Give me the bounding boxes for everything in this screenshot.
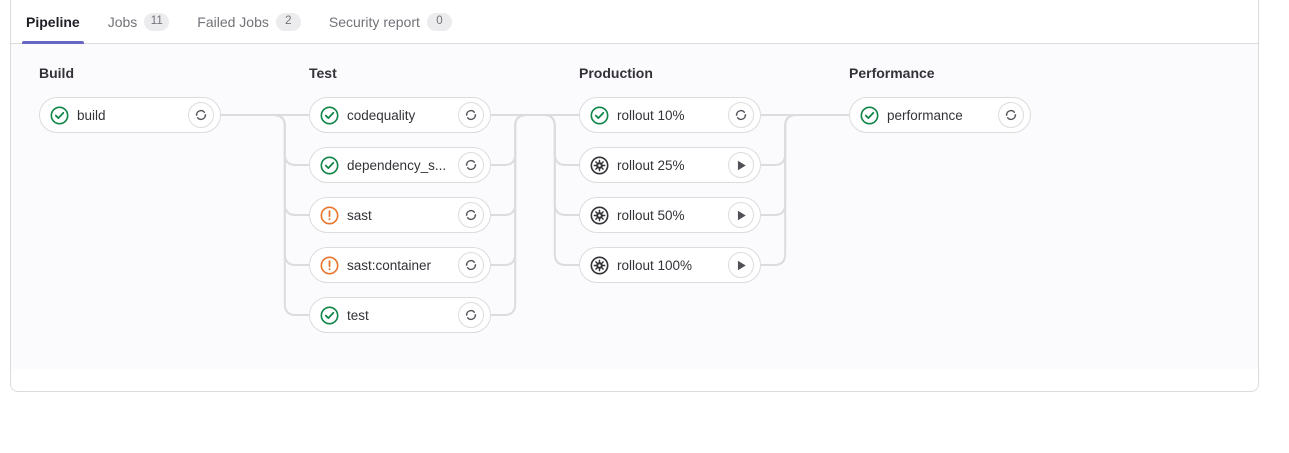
stage-title: Production (579, 65, 653, 81)
pipeline-graph: Build build Test codequality dependency_s...… (11, 44, 1258, 369)
retry-job-button[interactable] (458, 102, 484, 128)
retry-icon (464, 158, 478, 172)
retry-job-button[interactable] (458, 302, 484, 328)
retry-job-button[interactable] (728, 102, 754, 128)
retry-icon (464, 308, 478, 322)
job-name: rollout 10% (617, 107, 685, 123)
job-name: build (77, 107, 106, 123)
job-pill[interactable]: rollout 10% (579, 97, 761, 133)
job-name: test (347, 307, 369, 323)
tab-label: Security report (328, 14, 420, 30)
play-job-button[interactable] (728, 202, 754, 228)
stage-title: Test (309, 65, 337, 81)
retry-icon (464, 108, 478, 122)
job-pill[interactable]: sast:container (309, 247, 491, 283)
status-warning-icon (320, 256, 339, 275)
stage-performance: Performance performance (821, 44, 1091, 133)
retry-icon (1004, 108, 1018, 122)
stage-test: Test codequality dependency_s...sast sast:c… (281, 44, 551, 333)
retry-job-button[interactable] (188, 102, 214, 128)
stage-build: Build build (11, 44, 281, 133)
job-pill[interactable]: codequality (309, 97, 491, 133)
tab-failed-jobs[interactable]: Failed Jobs 2 (183, 1, 315, 43)
play-icon (735, 159, 748, 172)
status-manual-icon (590, 156, 609, 175)
stage-title: Build (39, 65, 74, 81)
retry-icon (734, 108, 748, 122)
job-list: codequality dependency_s...sast sast:conta… (281, 97, 551, 333)
play-job-button[interactable] (728, 252, 754, 278)
status-manual-icon (590, 206, 609, 225)
stage-title: Performance (849, 65, 935, 81)
job-pill[interactable]: rollout 50% (579, 197, 761, 233)
status-success-icon (320, 106, 339, 125)
job-name: rollout 100% (617, 257, 693, 273)
job-list: build (11, 97, 281, 133)
pipeline-tabs: Pipeline Jobs 11 Failed Jobs 2 Security repor… (11, 1, 1258, 44)
job-pill[interactable]: rollout 25% (579, 147, 761, 183)
job-pill[interactable]: performance (849, 97, 1031, 133)
status-success-icon (320, 156, 339, 175)
retry-icon (464, 208, 478, 222)
job-pill[interactable]: sast (309, 197, 491, 233)
job-pill[interactable]: dependency_s... (309, 147, 491, 183)
status-warning-icon (320, 206, 339, 225)
status-success-icon (50, 106, 69, 125)
play-icon (735, 209, 748, 222)
retry-icon (464, 258, 478, 272)
tab-count-badge: 0 (426, 13, 452, 31)
retry-job-button[interactable] (458, 252, 484, 278)
tab-label: Pipeline (26, 14, 80, 30)
job-name: codequality (347, 107, 416, 123)
tab-pipeline[interactable]: Pipeline (12, 1, 94, 44)
retry-job-button[interactable] (998, 102, 1024, 128)
pipeline-stages: Build build Test codequality dependency_s...… (11, 44, 1091, 333)
job-pill[interactable]: build (39, 97, 221, 133)
retry-job-button[interactable] (458, 152, 484, 178)
job-name: sast (347, 207, 372, 223)
play-icon (735, 259, 748, 272)
retry-icon (194, 108, 208, 122)
job-pill[interactable]: test (309, 297, 491, 333)
status-success-icon (320, 306, 339, 325)
job-name: rollout 50% (617, 207, 685, 223)
tab-count-badge: 2 (275, 13, 301, 31)
job-list: rollout 10% rollout 25% rollout 50% rollout… (551, 97, 821, 283)
status-success-icon (860, 106, 879, 125)
play-job-button[interactable] (728, 152, 754, 178)
tab-label: Failed Jobs (197, 14, 269, 30)
status-manual-icon (590, 256, 609, 275)
job-list: performance (821, 97, 1091, 133)
job-pill[interactable]: rollout 100% (579, 247, 761, 283)
job-name: rollout 25% (617, 157, 685, 173)
pipeline-card: Pipeline Jobs 11 Failed Jobs 2 Security repor… (10, 0, 1259, 392)
job-name: performance (887, 107, 963, 123)
tab-jobs[interactable]: Jobs 11 (94, 1, 184, 43)
job-name: dependency_s... (347, 157, 447, 173)
tab-security-report[interactable]: Security report 0 (315, 1, 466, 43)
retry-job-button[interactable] (458, 202, 484, 228)
status-success-icon (590, 106, 609, 125)
job-name: sast:container (347, 257, 432, 273)
tab-label: Jobs (107, 14, 138, 30)
tab-count-badge: 11 (144, 13, 170, 31)
